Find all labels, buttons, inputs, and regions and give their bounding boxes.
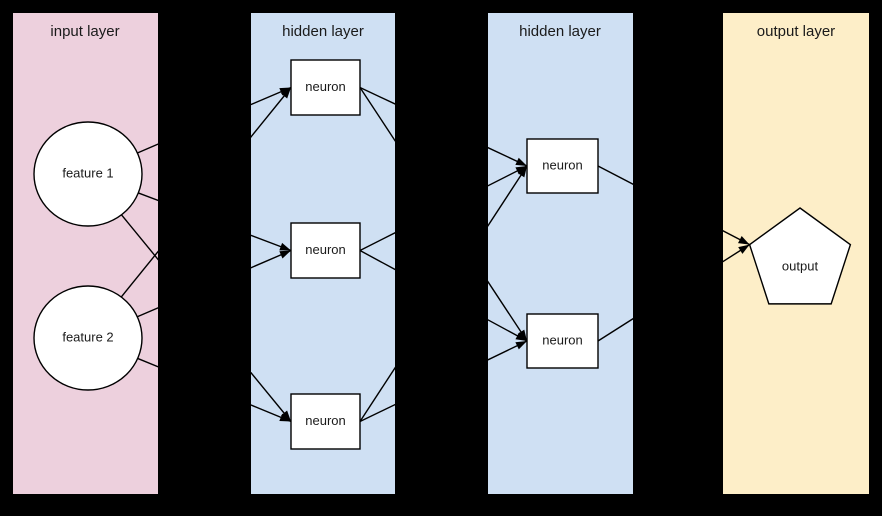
feature-circle-shape [33, 121, 143, 227]
connection-edges [120, 86, 750, 423]
node-label: feature 2 [62, 329, 113, 344]
node-label: feature 1 [62, 165, 113, 180]
edge-segment-source [359, 403, 395, 423]
edge-h1-neuron-3-to-h2-neuron-1 [359, 165, 528, 422]
layer-title-input: input layer [50, 23, 119, 40]
edge-segment-target [251, 87, 292, 138]
neuron-rect-shape [526, 313, 599, 369]
edge-segment-source [359, 232, 395, 252]
node-h1-neuron-2[interactable]: neuron [290, 222, 361, 279]
neuron-rect-shape [290, 222, 361, 279]
edge-h1-neuron-2-to-h2-neuron-2 [359, 249, 528, 342]
edge-h2-neuron-2-to-output-node [597, 244, 750, 342]
edge-feature-1-to-h1-neuron-3 [120, 214, 292, 422]
output-pentagon-shape [748, 207, 852, 305]
layer-box-hidden-2 [488, 13, 633, 494]
edge-segment-target [251, 86, 292, 106]
edge-segment-target [723, 230, 750, 246]
node-label: neuron [305, 242, 345, 257]
edge-segment-source [359, 249, 395, 271]
edge-segment-source [359, 86, 395, 105]
edge-segment-target [251, 249, 292, 269]
arrowhead-icon [515, 341, 527, 350]
edge-h2-neuron-1-to-output-node [597, 165, 750, 246]
edge-segment-source [359, 366, 395, 422]
arrowhead-icon [279, 242, 291, 251]
edge-segment-source [120, 250, 158, 298]
nodes: feature 1 feature 2 neuron neuron neuron neur… [33, 59, 852, 450]
edge-segment-target [488, 319, 528, 342]
arrowhead-icon [515, 157, 527, 166]
layer-box-input [13, 13, 158, 494]
node-output-node[interactable]: output [748, 207, 852, 305]
edge-segment-target [723, 244, 750, 263]
arrowhead-icon [280, 410, 291, 422]
feature-circle-shape [33, 285, 143, 391]
node-feature-2[interactable]: feature 2 [33, 285, 143, 391]
arrowhead-icon [279, 413, 291, 422]
edge-feature-1-to-h1-neuron-2 [138, 192, 292, 252]
edge-segment-source [120, 214, 158, 261]
node-label: neuron [542, 157, 582, 172]
edge-segment-target [251, 234, 292, 252]
edge-segment-target [251, 371, 292, 422]
arrowhead-icon [279, 250, 291, 259]
layer-title-hidden-1: hidden layer [282, 23, 364, 40]
edge-feature-2-to-h1-neuron-3 [137, 357, 292, 423]
edge-h1-neuron-1-to-h2-neuron-1 [359, 86, 528, 167]
arrowhead-icon [515, 332, 527, 341]
arrowhead-icon [738, 236, 750, 245]
arrowhead-icon [280, 87, 291, 99]
node-label: neuron [542, 332, 582, 347]
neuron-rect-shape [526, 138, 599, 194]
edge-segment-target [488, 146, 528, 167]
edge-segment-source [359, 87, 395, 142]
node-h2-neuron-2[interactable]: neuron [526, 313, 599, 369]
node-h2-neuron-1[interactable]: neuron [526, 138, 599, 194]
layer-boxes [13, 13, 869, 494]
edge-h1-neuron-3-to-h2-neuron-2 [359, 340, 528, 423]
edge-segment-source [597, 165, 633, 185]
edge-segment-target [488, 280, 528, 342]
arrowhead-icon [517, 329, 527, 341]
node-label: neuron [305, 413, 345, 428]
edge-segment-source [597, 317, 633, 342]
node-h1-neuron-3[interactable]: neuron [290, 393, 361, 450]
node-label: neuron [305, 79, 345, 94]
edge-h1-neuron-1-to-h2-neuron-2 [359, 87, 528, 342]
arrowhead-icon [515, 166, 527, 175]
layer-title-output: output layer [757, 23, 835, 40]
node-feature-1[interactable]: feature 1 [33, 121, 143, 227]
layer-title-hidden-2: hidden layer [519, 23, 601, 40]
edge-feature-2-to-h1-neuron-1 [120, 87, 292, 298]
node-label: output [782, 258, 819, 273]
edge-segment-target [488, 165, 528, 187]
arrowhead-icon [738, 244, 750, 254]
edge-segment-target [251, 404, 292, 423]
edge-h1-neuron-2-to-h2-neuron-1 [359, 165, 528, 252]
edge-segment-target [488, 165, 528, 227]
edge-segment-target [488, 340, 528, 361]
neuron-rect-shape [290, 59, 361, 116]
neuron-rect-shape [290, 393, 361, 450]
edge-feature-2-to-h1-neuron-2 [137, 249, 292, 318]
arrowhead-icon [517, 166, 527, 178]
node-h1-neuron-1[interactable]: neuron [290, 59, 361, 116]
layer-titles: input layer hidden layer hidden layer outpu… [50, 23, 835, 40]
